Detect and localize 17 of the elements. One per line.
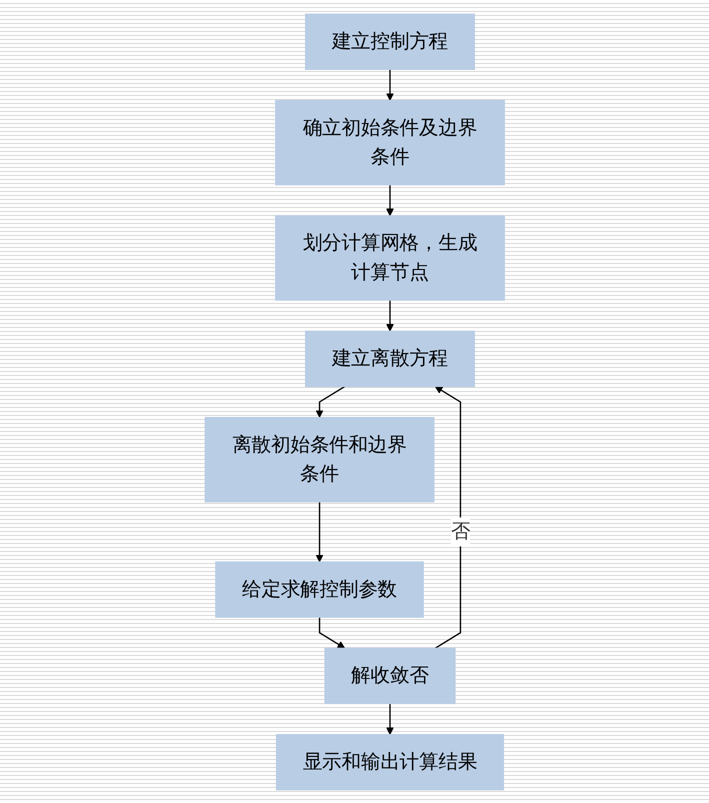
edge-label: 否 — [450, 520, 470, 542]
node-box: 显示和输出计算结果 — [276, 734, 504, 790]
arrow — [315, 501, 324, 562]
node-box: 确立初始条件及边界条件 — [274, 99, 505, 185]
arrow — [318, 616, 345, 648]
arrow — [386, 703, 394, 734]
arrow — [386, 69, 394, 100]
node-box: 建立控制方程 — [304, 13, 475, 70]
node-box: 解收敛否 — [324, 647, 456, 704]
node-box: 给定求解控制参数 — [214, 560, 424, 618]
node-box: 离散初始条件和边界条件 — [204, 416, 434, 502]
arrow — [386, 184, 394, 216]
arrow — [434, 386, 461, 648]
node-box: 划分计算网格，生成计算节点 — [274, 214, 505, 300]
node-box: 建立离散方程 — [304, 330, 475, 387]
arrow — [386, 300, 394, 331]
arrow — [315, 386, 345, 418]
